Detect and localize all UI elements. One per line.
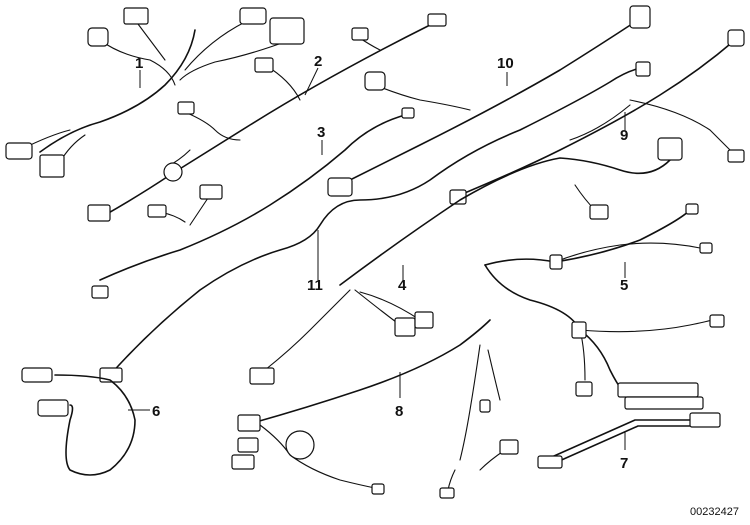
harness-1 [5,7,305,178]
part-label-4: 4 [398,277,407,294]
harness-4 [249,137,683,385]
harness-6 [21,367,136,476]
part-label-11: 11 [307,277,323,294]
part-label-6: 6 [152,403,160,420]
part-label-3: 3 [317,124,325,141]
part-label-7: 7 [620,455,628,472]
part-label-2: 2 [314,53,322,70]
leader-lines [128,67,626,450]
part-labels: 1 2 3 4 5 6 7 8 9 10 11 [135,53,628,472]
harness-2 [87,13,447,222]
part-label-8: 8 [395,403,403,420]
harness-5 [484,203,725,401]
part-label-10: 10 [497,55,514,72]
part-label-1: 1 [135,55,143,72]
part-label-5: 5 [620,277,628,294]
harness-3 [91,27,415,299]
harness-11 [99,61,651,383]
part-label-9: 9 [620,127,628,144]
harness-9 [449,29,745,205]
harness-8 [231,319,519,499]
harness-10 [327,5,651,197]
harness-7 [537,382,721,469]
diagram-reference-number: 00232427 [690,506,739,518]
